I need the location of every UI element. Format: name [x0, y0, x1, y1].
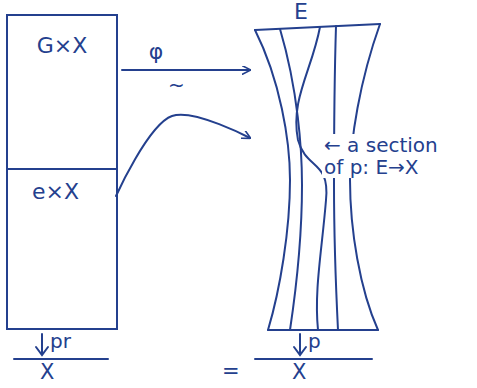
map-name: pr [50, 330, 71, 352]
pr-arrow [41, 334, 43, 354]
map-name: p [308, 330, 321, 352]
node-text: E [294, 0, 308, 24]
bundle-outline [255, 24, 380, 30]
p-arrow-head [294, 347, 306, 355]
fiber-line [334, 26, 338, 330]
section-curve [296, 27, 326, 330]
base-rule [14, 358, 108, 360]
node-text: e×X [32, 180, 79, 204]
node-text: G×X [8, 34, 116, 58]
base-space: X [292, 361, 306, 384]
map-arrow [122, 69, 250, 71]
product-box: G×X e×X [6, 14, 118, 330]
pr-arrow-head [36, 347, 48, 355]
section-note: ← a section of p: E→X [322, 134, 454, 178]
section-arrow [116, 115, 250, 196]
base-rule [255, 358, 372, 360]
bundle-outline [255, 30, 290, 330]
p-arrow [299, 334, 301, 354]
iso-mark: ~ [168, 74, 185, 96]
map-label: φ [147, 40, 166, 64]
fiber-line [280, 29, 302, 330]
bundle-outline [268, 329, 378, 331]
base-space: X [40, 361, 54, 384]
unit-slice-band: e×X [8, 168, 116, 328]
equality-sign: = [222, 360, 240, 383]
